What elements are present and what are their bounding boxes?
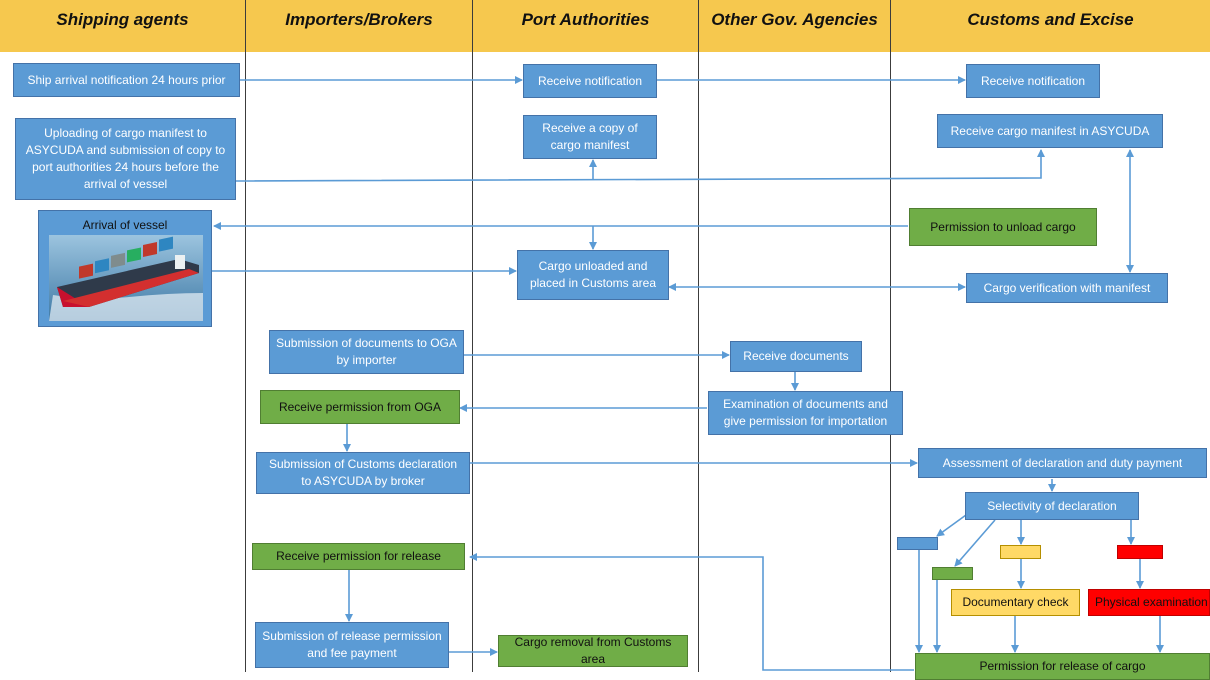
box-cx-permission-release: Permission for release of cargo — [915, 653, 1210, 680]
lane-header-customs-and-excise: Customs and Excise — [967, 10, 1134, 29]
box-pa-receive-notification: Receive notification — [523, 64, 657, 98]
box-ib-receive-permission-release: Receive permission for release — [252, 543, 465, 570]
lane-divider — [245, 0, 246, 672]
swimlane-header: Shipping agents Importers/Brokers Port A… — [0, 0, 1210, 52]
channel-blue — [897, 537, 938, 550]
channel-green — [932, 567, 973, 580]
box-pa-cargo-removal: Cargo removal from Customs area — [498, 635, 688, 667]
box-oga-examination: Examination of documents and give permis… — [708, 391, 903, 435]
box-cx-assessment: Assessment of declaration and duty payme… — [918, 448, 1207, 478]
box-cx-physical-examination: Physical examination — [1088, 589, 1210, 616]
channel-yellow — [1000, 545, 1041, 559]
box-ib-submission-release: Submission of release permission and fee… — [255, 622, 449, 668]
box-ib-submission-customs-decl: Submission of Customs declaration to ASY… — [256, 452, 470, 494]
lane-header-port-authorities: Port Authorities — [521, 10, 650, 29]
box-cx-receive-notification: Receive notification — [966, 64, 1100, 98]
lane-header-other-gov-agencies: Other Gov. Agencies — [711, 10, 878, 29]
box-pa-receive-copy-manifest: Receive a copy of cargo manifest — [523, 115, 657, 159]
container-ship-image — [49, 235, 203, 321]
box-pa-cargo-unloaded: Cargo unloaded and placed in Customs are… — [517, 250, 669, 300]
box-cx-cargo-verification: Cargo verification with manifest — [966, 273, 1168, 303]
arrival-of-vessel-label: Arrival of vessel — [82, 218, 168, 232]
lane-divider — [890, 0, 891, 672]
box-oga-receive-documents: Receive documents — [730, 341, 862, 372]
box-ib-receive-permission-oga: Receive permission from OGA — [260, 390, 460, 424]
box-cx-selectivity: Selectivity of declaration — [965, 492, 1139, 520]
lane-divider — [698, 0, 699, 672]
box-arrival-of-vessel: Arrival of vessel — [38, 210, 212, 327]
channel-red — [1117, 545, 1163, 559]
box-cx-permission-unload: Permission to unload cargo — [909, 208, 1097, 246]
lane-header-importers-brokers: Importers/Brokers — [285, 10, 433, 29]
box-cx-receive-manifest: Receive cargo manifest in ASYCUDA — [937, 114, 1163, 148]
box-ship-arrival-notification: Ship arrival notification 24 hours prior — [13, 63, 240, 97]
box-ib-submission-docs-oga: Submission of documents to OGA by import… — [269, 330, 464, 374]
lane-divider — [472, 0, 473, 672]
box-cx-documentary-check: Documentary check — [951, 589, 1080, 616]
box-upload-cargo-manifest: Uploading of cargo manifest to ASYCUDA a… — [15, 118, 236, 200]
lane-header-shipping-agents: Shipping agents — [56, 10, 189, 29]
